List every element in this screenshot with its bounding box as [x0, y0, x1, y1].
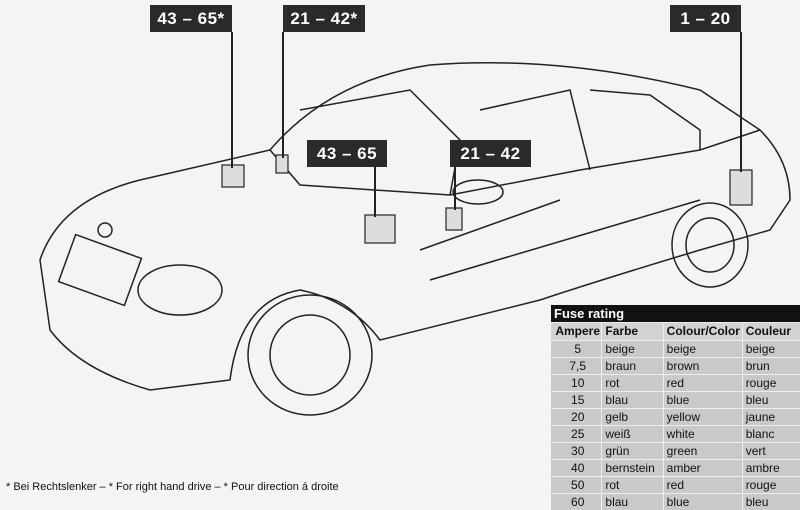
- table-cell: blue: [662, 494, 742, 510]
- fuse-box-rear: [729, 169, 753, 206]
- footnote: * Bei Rechtslenker – * For right hand dr…: [6, 481, 339, 493]
- table-cell: rot: [601, 375, 662, 391]
- table-cell: braun: [601, 358, 662, 374]
- table-header: Ampere Farbe Colour/Color Couleur: [551, 322, 800, 340]
- table-cell: amber: [662, 460, 742, 476]
- table-cell: blue: [662, 392, 742, 408]
- table-cell: brown: [662, 358, 742, 374]
- table-cell: blau: [601, 392, 662, 408]
- table-cell: 20: [571, 410, 585, 424]
- table-cell: beige: [662, 341, 742, 357]
- table-title: Fuse rating: [551, 305, 800, 322]
- table-cell: yellow: [662, 409, 742, 425]
- table-cell: 7,5: [569, 359, 587, 373]
- header-cell: Ampere: [555, 324, 601, 338]
- fuse-label-21-42: 21 – 42: [450, 140, 531, 167]
- table-cell: blanc: [741, 426, 800, 442]
- fuse-box-side: [364, 214, 396, 244]
- table-cell: 15: [571, 393, 585, 407]
- fuse-box-dash: [445, 207, 463, 231]
- table-cell: red: [662, 477, 742, 493]
- fuse-label-1-20: 1 – 20: [670, 5, 741, 32]
- table-cell: 30: [571, 444, 585, 458]
- table-cell: white: [662, 426, 742, 442]
- fuse-rating-table: Fuse rating Ampere Farbe Colour/Color Co…: [551, 305, 800, 510]
- table-cell: blau: [601, 494, 662, 510]
- table-cell: 5: [574, 342, 582, 356]
- table-cell: beige: [741, 341, 800, 357]
- table-cell: bernstein: [601, 460, 662, 476]
- table-cell: green: [662, 443, 742, 459]
- table-cell: 50: [571, 478, 585, 492]
- table-cell: rot: [601, 477, 662, 493]
- table-cell: gelb: [601, 409, 662, 425]
- table-cell: vert: [741, 443, 800, 459]
- table-cell: 10: [571, 376, 585, 390]
- header-cell: Colour/Color: [662, 323, 742, 340]
- table-cell: brun: [741, 358, 800, 374]
- table-cell: ambre: [741, 460, 800, 476]
- fuse-label-21-42-rhd: 21 – 42*: [283, 5, 365, 32]
- table-cell: 40: [571, 461, 585, 475]
- table-cell: 60: [571, 495, 585, 509]
- table-cell: 25: [571, 427, 585, 441]
- table-cell: bleu: [741, 494, 800, 510]
- table-cell: grün: [601, 443, 662, 459]
- table-cell: red: [662, 375, 742, 391]
- table-cell: rouge: [741, 375, 800, 391]
- header-cell: Couleur: [741, 323, 800, 340]
- fuse-box-engine: [221, 164, 245, 188]
- table-cell: bleu: [741, 392, 800, 408]
- table-cell: jaune: [741, 409, 800, 425]
- table-cell: rouge: [741, 477, 800, 493]
- table-cell: beige: [601, 341, 662, 357]
- table-cell: weiß: [601, 426, 662, 442]
- header-cell: Farbe: [601, 323, 662, 340]
- fuse-label-43-65-rhd: 43 – 65*: [150, 5, 232, 32]
- fuse-label-43-65: 43 – 65: [307, 140, 387, 167]
